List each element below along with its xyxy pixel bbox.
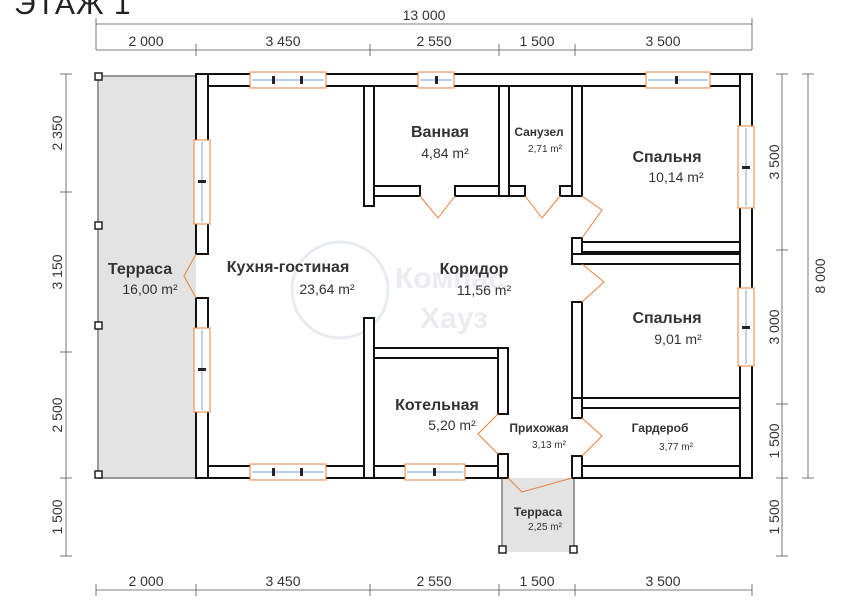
room-hall-area: 3,13 m² <box>532 440 567 451</box>
room-terrace-left-name: Терраса <box>108 261 172 278</box>
room-kitchen-area: 23,64 m² <box>299 281 355 297</box>
dim-left-1: 2 350 <box>49 115 65 150</box>
windows <box>193 71 755 481</box>
watermark: Компас Хауз <box>290 240 505 340</box>
dim-top-3: 2 550 <box>416 33 451 49</box>
dim-bottom-4: 1 500 <box>519 573 554 589</box>
walls <box>195 73 753 479</box>
room-bath-name: Ванная <box>411 124 469 141</box>
room-terrace-small-name: Терраса <box>514 505 563 519</box>
dim-right-2: 3 000 <box>766 309 782 344</box>
room-bedroom2-name: Спальня <box>632 310 701 327</box>
room-terrace-small-area: 2,25 m² <box>528 522 563 533</box>
room-bedroom1-area: 10,14 m² <box>648 169 704 185</box>
dim-bottom-3: 2 550 <box>416 573 451 589</box>
room-corridor-area: 11,56 m² <box>457 282 512 298</box>
dim-left-4: 1 500 <box>49 499 65 534</box>
watermark-line2: Хауз <box>420 302 488 335</box>
room-boiler-area: 5,20 m² <box>428 417 476 433</box>
doors <box>183 195 605 493</box>
room-wardrobe-area: 3,77 m² <box>659 442 694 453</box>
dim-top-4: 1 500 <box>519 33 554 49</box>
room-bedroom1-name: Спальня <box>632 149 701 166</box>
terrace-small-floor <box>502 478 574 552</box>
dim-bottom-1: 2 000 <box>128 573 163 589</box>
watermark-line1: Компас <box>395 262 505 295</box>
dim-right-4: 1 500 <box>766 499 782 534</box>
dim-top-1: 2 000 <box>128 33 163 49</box>
dim-top-2: 3 450 <box>265 33 300 49</box>
room-terrace-left-area: 16,00 m² <box>122 281 178 297</box>
dim-top-5: 3 500 <box>645 33 680 49</box>
dim-total-height: 8 000 <box>812 258 828 293</box>
dim-right-1: 3 500 <box>766 144 782 179</box>
dim-bottom-2: 3 450 <box>265 573 300 589</box>
dim-left-3: 2 500 <box>49 397 65 432</box>
room-wardrobe-name: Гардероб <box>632 421 689 435</box>
room-bedroom2-area: 9,01 m² <box>654 331 702 347</box>
dim-bottom-5: 3 500 <box>645 573 680 589</box>
room-bath-area: 4,84 m² <box>421 145 469 161</box>
floor-title: ЭТАЖ 1 <box>14 0 132 21</box>
dimension-lines <box>60 18 814 596</box>
room-wc-area: 2,71 m² <box>528 144 563 155</box>
dim-right-3: 1 500 <box>766 423 782 458</box>
room-hall-name: Прихожая <box>509 421 568 435</box>
room-corridor-name: Коридор <box>440 261 509 278</box>
room-wc-name: Санузел <box>514 125 563 139</box>
room-boiler-name: Котельная <box>395 397 479 414</box>
terrace-left-floor <box>98 76 196 478</box>
room-kitchen-name: Кухня-гостиная <box>227 259 350 276</box>
dim-total-width: 13 000 <box>403 7 446 23</box>
dim-left-2: 3 150 <box>49 254 65 289</box>
